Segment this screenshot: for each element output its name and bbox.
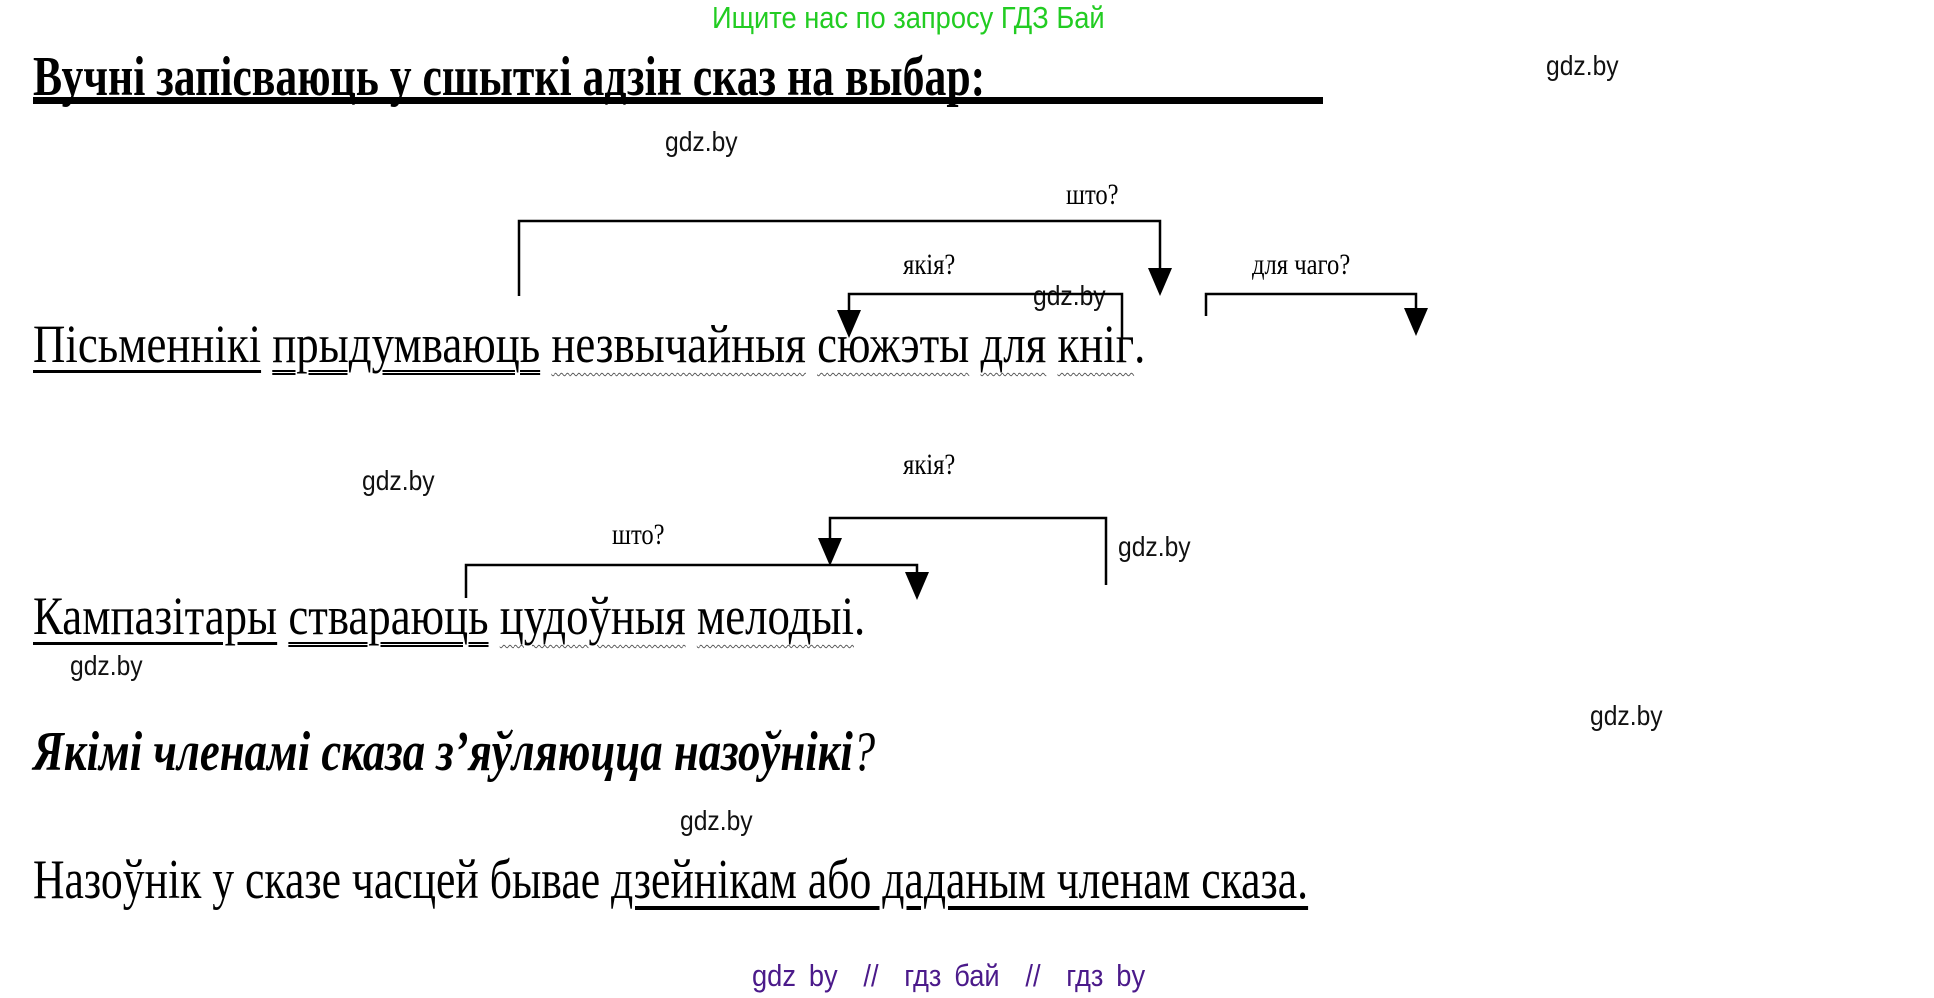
question-label-what: што? [612,518,665,551]
arrow-head-icon [1404,308,1428,336]
subject-word: Кампазітары [33,586,278,646]
question-label-which: якія? [903,248,956,281]
watermark: gdz.by [1546,50,1619,81]
attribute-word: незвычайныя [551,314,806,374]
object-word: для [980,314,1047,374]
object-word: кніг [1057,314,1135,374]
footer-links: gdz by // гдз бай // гдз by [752,958,1146,993]
watermark: gdz.by [1118,531,1191,562]
question-text: Якімі членамі сказа з’яўляюцца назоўнікі [33,721,853,783]
answer-underlined: дзейнікам або даданым членам сказа. [611,849,1309,911]
arrow-head-icon [837,310,861,338]
sentence-end: . [853,586,866,646]
object-word: сюжэты [817,314,970,374]
watermark: gdz.by [665,126,738,157]
attribute-word: цудоўныя [499,586,686,646]
sentence-1: Пісьменнікі прыдумваюць незвычайныя сюжэ… [33,312,1145,376]
predicate-word: ствараюць [288,586,489,646]
subject-word: Пісьменнікі [33,314,262,374]
question-mark: ? [852,721,876,783]
arrow-head-icon [905,572,929,600]
answer-text: Назоўнік у сказе часцей бывае дзейнікам … [33,848,1308,912]
title-underline [33,97,1323,104]
search-hint-banner: Ищите нас по запросу ГДЗ Бай [712,0,1105,35]
object-word: мелодыі [696,586,854,646]
sentence-end: . [1134,314,1146,374]
watermark: gdz.by [680,805,753,836]
watermark: gdz.by [1033,280,1106,311]
question-heading: Якімі членамі сказа з’яўляюцца назоўнікі… [33,720,875,784]
sentence-2: Кампазітары ствараюць цудоўныя мелодыі. [33,584,865,648]
predicate-word: прыдумваюць [272,314,541,374]
watermark: gdz.by [362,465,435,496]
arrow-head-icon [1148,268,1172,296]
answer-plain: Назоўнік у сказе часцей бывае [33,849,612,911]
arrow-head-icon [818,538,842,566]
question-label-which: якія? [903,448,956,481]
watermark: gdz.by [1590,700,1663,731]
question-label-what: што? [1066,178,1119,211]
watermark: gdz.by [70,650,143,681]
question-label-for-what: для чаго? [1252,248,1351,281]
